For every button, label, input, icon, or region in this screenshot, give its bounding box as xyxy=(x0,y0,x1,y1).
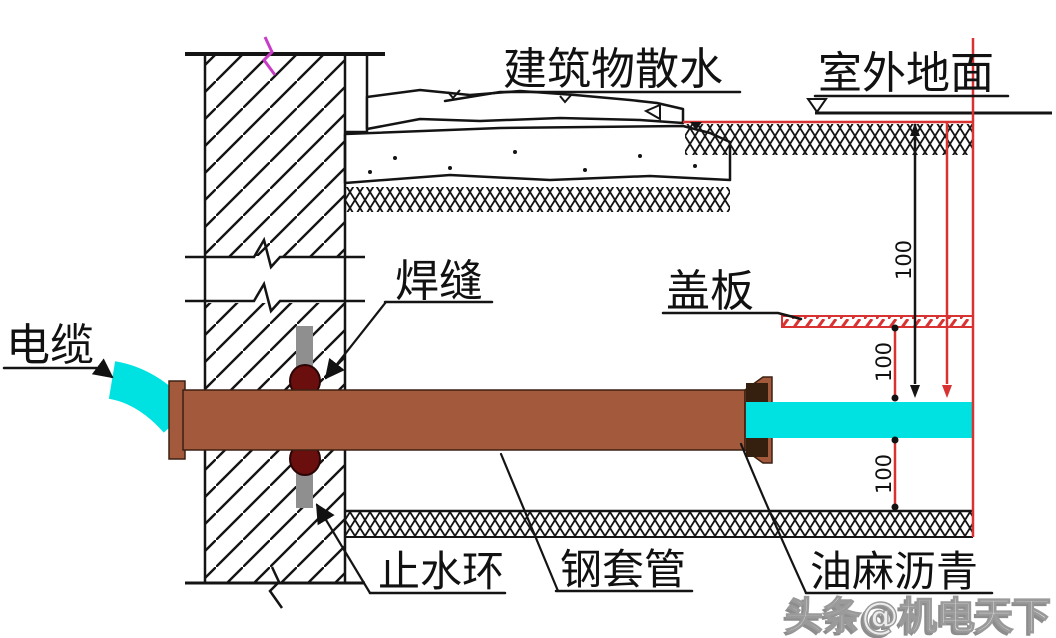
level-marker-icon xyxy=(806,98,828,114)
apron-soil-hatch xyxy=(345,187,730,212)
label-steel-sleeve: 钢套管 xyxy=(560,545,686,594)
ground-soil-hatch xyxy=(685,124,973,155)
leader-apron xyxy=(443,90,742,103)
pipe-body xyxy=(182,389,746,451)
apron-concrete-slab xyxy=(343,124,732,185)
hatch-start-marker xyxy=(690,122,702,130)
label-apron: 建筑物散水 xyxy=(503,44,723,95)
dimension-text-ground-to-pipe: 100 xyxy=(892,240,916,280)
concrete-dots xyxy=(368,150,697,174)
label-outdoor-ground: 室外地面 xyxy=(818,48,994,99)
watermark-shadow: 头条@机电天下 xyxy=(782,597,1048,638)
building-apron xyxy=(343,56,732,212)
steel-sleeve-pipe xyxy=(168,376,773,464)
leader-oakum-asphalt xyxy=(739,442,808,595)
slab-tick-marks xyxy=(447,89,573,104)
reference-lines xyxy=(942,38,975,537)
dimension-text-pipe-to-trench: 100 xyxy=(872,454,896,494)
watermark-text: 头条@机电天下 xyxy=(785,594,1051,638)
cover-plate xyxy=(781,315,974,328)
wall-break-line-upper xyxy=(185,236,365,270)
trench-soil-hatch xyxy=(345,512,973,536)
trench-bottom xyxy=(345,509,973,538)
wall-hatch-upper xyxy=(205,56,345,256)
wall-break-line-lower xyxy=(185,280,365,314)
outdoor-ground xyxy=(683,98,1052,155)
leader-weld-seam xyxy=(324,300,388,380)
label-cable: 电缆 xyxy=(6,320,94,371)
label-oakum-asphalt: 油麻沥青 xyxy=(810,547,978,596)
leader-steel-sleeve xyxy=(499,452,560,593)
slope-triangle-icon xyxy=(643,103,661,121)
watermark: 头条@机电天下 头条@机电天下 xyxy=(782,593,1052,638)
wall-bottom-break-mark xyxy=(268,566,284,609)
label-cover-plate: 盖板 xyxy=(666,266,754,317)
apron-wall-strip xyxy=(345,56,367,132)
dimension-cover-to-pipe: 100 xyxy=(872,324,899,402)
leader-cover-plate xyxy=(661,311,803,321)
leader-cable xyxy=(91,358,114,379)
dimension-text-cover-to-pipe: 100 xyxy=(872,342,896,382)
dimension-ground-to-pipe: 100 xyxy=(892,123,920,398)
label-weld-seam: 焊缝 xyxy=(395,256,483,307)
labels: 建筑物散水 室外地面 焊缝 盖板 电缆 止水环 钢套管 油麻沥青 xyxy=(2,44,1010,596)
magenta-break-mark xyxy=(262,36,277,76)
leader-water-stop-ring xyxy=(315,503,372,595)
dimension-pipe-to-trench: 100 xyxy=(872,436,899,511)
label-water-stop-ring: 止水环 xyxy=(378,547,504,596)
red-arrow-down xyxy=(942,385,952,398)
cable-right xyxy=(746,402,973,438)
